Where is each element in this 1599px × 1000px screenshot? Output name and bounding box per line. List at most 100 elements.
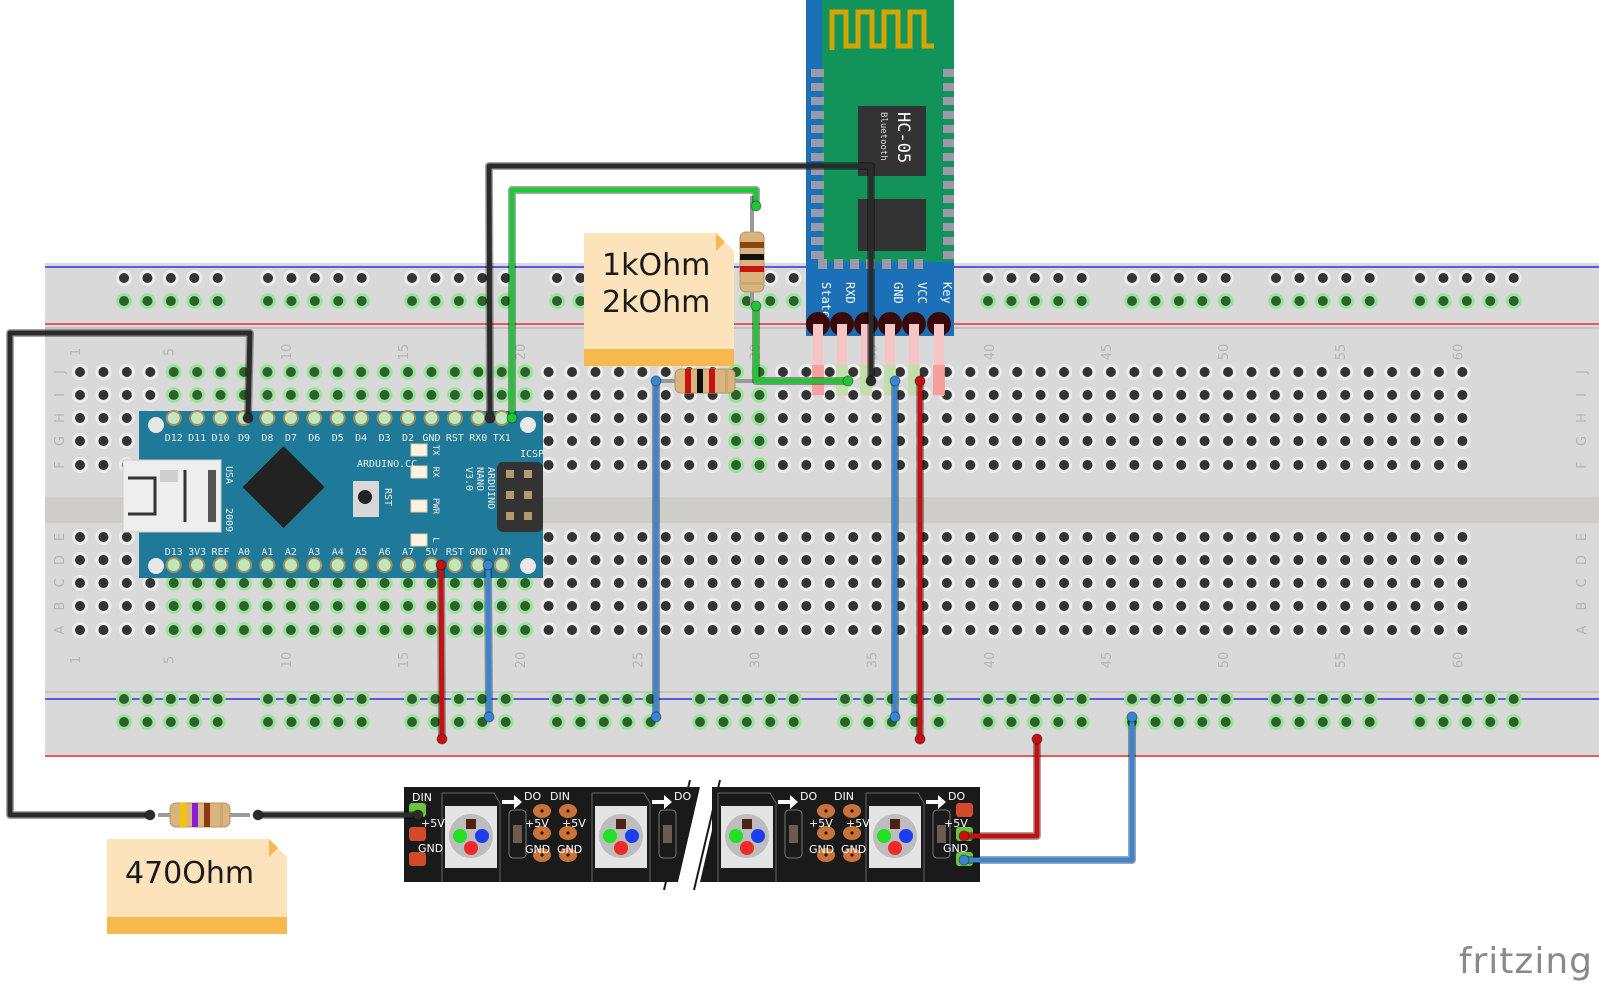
breadboard-hole[interactable] (610, 387, 627, 403)
breadboard-hole[interactable] (1009, 410, 1026, 426)
breadboard-hole[interactable] (1149, 622, 1166, 638)
breadboard-hole[interactable] (1337, 622, 1354, 638)
breadboard-hole[interactable] (845, 387, 862, 403)
breadboard-hole[interactable] (980, 714, 996, 730)
breadboard-hole[interactable] (1268, 293, 1284, 309)
breadboard-hole[interactable] (1243, 529, 1260, 545)
breadboard-hole[interactable] (1454, 575, 1471, 591)
breadboard-hole[interactable] (738, 714, 755, 730)
breadboard-hole[interactable] (774, 622, 791, 638)
wire-endpoint[interactable] (958, 854, 970, 866)
breadboard-hole[interactable] (962, 433, 979, 449)
wire-strip-5v-to-rail[interactable] (961, 736, 1040, 839)
breadboard-hole[interactable] (1407, 410, 1424, 426)
breadboard-hole[interactable] (1170, 691, 1187, 707)
breadboard-hole[interactable] (446, 575, 463, 591)
breadboard-hole[interactable] (260, 270, 276, 286)
breadboard-hole[interactable] (1266, 529, 1283, 545)
breadboard-hole[interactable] (1196, 433, 1213, 449)
breadboard-hole[interactable] (1360, 364, 1377, 380)
breadboard-hole[interactable] (540, 575, 557, 591)
breadboard-hole[interactable] (353, 293, 370, 309)
breadboard-hole[interactable] (450, 270, 467, 286)
breadboard-hole[interactable] (1337, 575, 1354, 591)
breadboard-hole[interactable] (798, 622, 815, 638)
breadboard-hole[interactable] (1407, 433, 1424, 449)
breadboard-hole[interactable] (330, 691, 347, 707)
breadboard-hole[interactable] (259, 622, 276, 638)
breadboard-hole[interactable] (493, 622, 510, 638)
breadboard-hole[interactable] (1147, 714, 1164, 730)
breadboard-hole[interactable] (845, 364, 862, 380)
wire-d9-to-470-resistor[interactable] (7, 330, 253, 818)
breadboard-hole[interactable] (540, 622, 557, 638)
wire-gnd-to-rail[interactable] (485, 562, 492, 720)
breadboard-hole[interactable] (634, 410, 651, 426)
breadboard-hole[interactable] (751, 622, 768, 638)
breadboard-hole[interactable] (985, 598, 1002, 614)
breadboard-hole[interactable] (95, 457, 112, 473)
breadboard-hole[interactable] (657, 457, 674, 473)
breadboard-hole[interactable] (353, 622, 370, 638)
breadboard-hole[interactable] (189, 575, 206, 591)
breadboard-hole[interactable] (845, 552, 862, 568)
breadboard-hole[interactable] (681, 622, 698, 638)
breadboard-hole[interactable] (751, 387, 768, 403)
breadboard-hole[interactable] (980, 270, 996, 286)
breadboard-hole[interactable] (474, 293, 491, 309)
breadboard-hole[interactable] (1384, 575, 1401, 591)
strip-do-connector[interactable] (956, 803, 973, 817)
breadboard-hole[interactable] (1337, 552, 1354, 568)
breadboard-hole[interactable] (1149, 575, 1166, 591)
breadboard-hole[interactable] (868, 387, 885, 403)
breadboard-hole[interactable] (704, 575, 721, 591)
breadboard-hole[interactable] (1337, 364, 1354, 380)
breadboard-hole[interactable] (517, 575, 534, 591)
breadboard-hole[interactable] (95, 364, 112, 380)
breadboard-hole[interactable] (1173, 622, 1190, 638)
breadboard-hole[interactable] (404, 691, 420, 707)
breadboard-hole[interactable] (493, 387, 510, 403)
breadboard-hole[interactable] (72, 552, 88, 568)
breadboard-hole[interactable] (1266, 457, 1283, 473)
breadboard-hole[interactable] (1505, 714, 1522, 730)
breadboard-hole[interactable] (1196, 364, 1213, 380)
wire-endpoint[interactable] (842, 375, 854, 387)
breadboard-hole[interactable] (1009, 364, 1026, 380)
breadboard-hole[interactable] (1126, 410, 1143, 426)
breadboard-hole[interactable] (1050, 691, 1067, 707)
strip-5v-connector[interactable] (409, 827, 426, 841)
breadboard-hole[interactable] (118, 552, 135, 568)
wire-endpoint[interactable] (958, 830, 970, 842)
breadboard-hole[interactable] (728, 410, 745, 426)
breadboard-hole[interactable] (306, 575, 323, 591)
breadboard-hole[interactable] (751, 575, 768, 591)
breadboard-hole[interactable] (762, 691, 779, 707)
wire-endpoint[interactable] (889, 375, 901, 387)
breadboard-hole[interactable] (139, 714, 156, 730)
breadboard-hole[interactable] (634, 598, 651, 614)
breadboard-hole[interactable] (985, 529, 1002, 545)
breadboard-hole[interactable] (798, 457, 815, 473)
breadboard-hole[interactable] (1313, 387, 1330, 403)
breadboard-hole[interactable] (785, 293, 802, 309)
pin-a3[interactable] (306, 557, 323, 573)
breadboard-hole[interactable] (1505, 270, 1522, 286)
breadboard-hole[interactable] (540, 433, 557, 449)
breadboard-hole[interactable] (330, 293, 347, 309)
breadboard-hole[interactable] (353, 575, 370, 591)
breadboard-hole[interactable] (1102, 622, 1119, 638)
breadboard-hole[interactable] (1454, 457, 1471, 473)
breadboard-hole[interactable] (564, 529, 581, 545)
breadboard-hole[interactable] (692, 691, 708, 707)
breadboard-hole[interactable] (1003, 270, 1020, 286)
breadboard-hole[interactable] (1430, 622, 1447, 638)
breadboard-hole[interactable] (587, 529, 604, 545)
breadboard-hole[interactable] (470, 598, 487, 614)
breadboard-hole[interactable] (962, 364, 979, 380)
pin-d11[interactable] (189, 410, 206, 426)
breadboard-hole[interactable] (470, 575, 487, 591)
pin-3v3[interactable] (189, 557, 206, 573)
breadboard-hole[interactable] (821, 387, 838, 403)
breadboard-hole[interactable] (1170, 270, 1187, 286)
